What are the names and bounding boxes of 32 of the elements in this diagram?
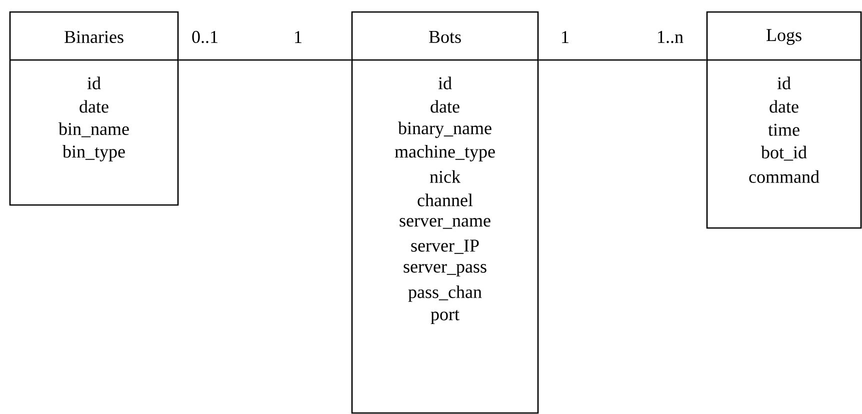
attribute-text: date xyxy=(80,100,108,113)
table-header: Logs xyxy=(766,29,802,45)
attribute-text: id xyxy=(87,76,101,90)
attribute-text: nick xyxy=(430,170,461,183)
connector-line xyxy=(178,59,352,61)
attribute-text: bot_id xyxy=(761,146,807,161)
attribute-text: port xyxy=(430,310,460,324)
attribute-text: id xyxy=(438,76,452,90)
entity-table xyxy=(706,11,862,229)
multiplicity-label: 1 xyxy=(562,31,568,43)
attribute-text: machine_type xyxy=(394,145,495,162)
attribute-text: binary_name xyxy=(398,122,492,138)
attribute-text: server_name xyxy=(400,218,490,229)
attribute-text: id xyxy=(777,76,791,90)
attribute-text: command xyxy=(749,170,820,183)
attribute-text: bin_name xyxy=(58,122,129,138)
attribute-text: pass_chan xyxy=(408,285,482,302)
multiplicity-label: 1 xyxy=(295,31,302,43)
attribute-text: server_IP xyxy=(411,240,479,254)
attribute-text: server_pass xyxy=(404,264,486,276)
table-header: Binaries xyxy=(64,30,124,44)
attribute-text: date xyxy=(430,100,460,113)
multiplicity-label: 1..n xyxy=(658,30,684,44)
attribute-text: channel xyxy=(418,194,473,206)
attribute-text: bin_type xyxy=(62,145,125,162)
attribute-text: date xyxy=(770,100,798,113)
attribute-text: time xyxy=(768,124,800,136)
entity-table xyxy=(351,11,539,414)
table-header: Bots xyxy=(429,31,461,43)
entity-table xyxy=(9,11,179,206)
multiplicity-label: 0..1 xyxy=(192,30,218,44)
connector-line xyxy=(538,59,706,61)
